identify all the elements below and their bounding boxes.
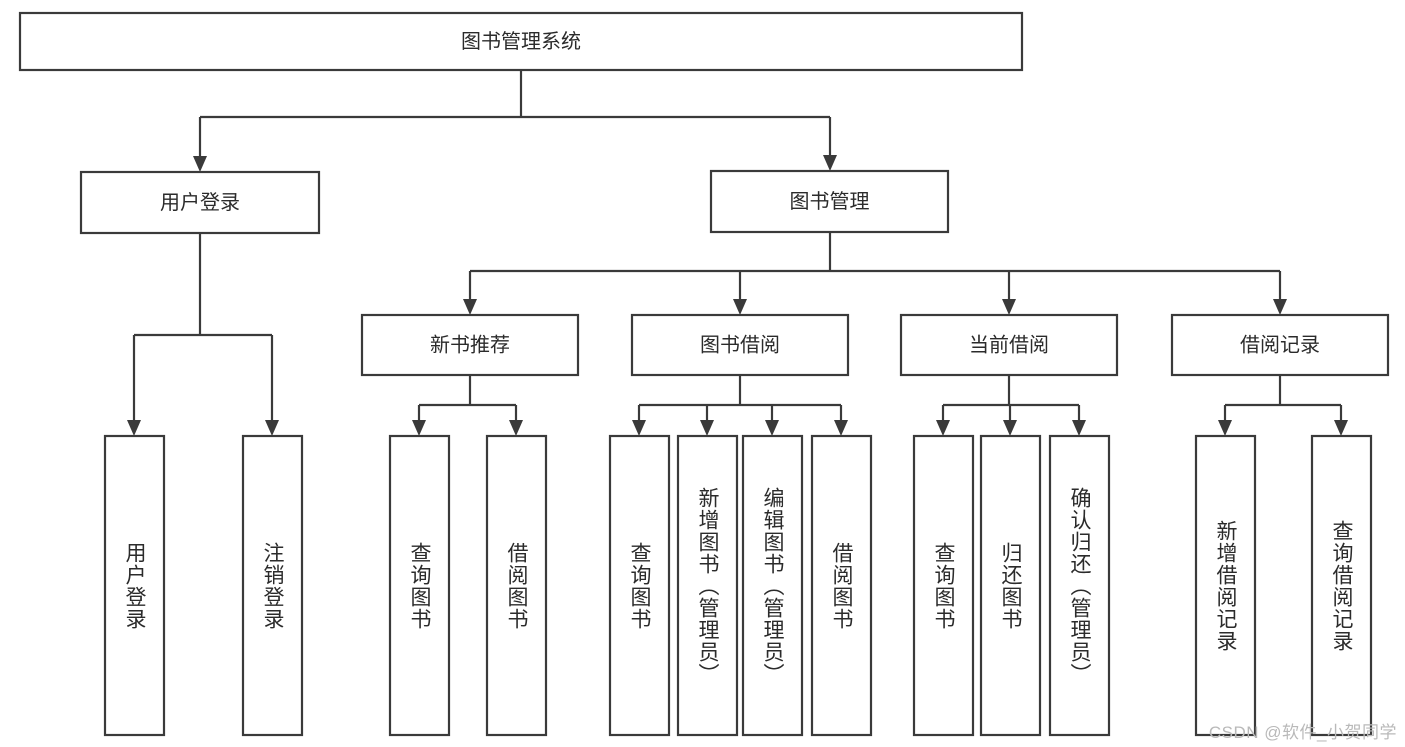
arrow-head-icon bbox=[936, 420, 950, 436]
arrow-head-icon bbox=[193, 156, 207, 172]
arrow-head-icon bbox=[463, 299, 477, 315]
arrow-head-icon bbox=[823, 155, 837, 171]
arrow-head-icon bbox=[765, 420, 779, 436]
node-box-leaf-query-book-1 bbox=[388, 434, 451, 737]
root-label: 图书管理系统 bbox=[461, 30, 581, 53]
node-box-leaf-confirm-return bbox=[1048, 434, 1111, 737]
node-box-leaf-edit-book bbox=[741, 434, 804, 737]
label-book-borrow: 图书借阅 bbox=[700, 333, 780, 356]
arrow-head-icon bbox=[700, 420, 714, 436]
node-box-leaf-query-book-2 bbox=[608, 434, 671, 737]
arrow-head-icon bbox=[509, 420, 523, 436]
node-box-leaf-add-record bbox=[1194, 434, 1257, 737]
node-box-leaf-borrow-book-2 bbox=[810, 434, 873, 737]
node-box-leaf-return-book bbox=[979, 434, 1042, 737]
node-box-leaf-query-record bbox=[1310, 434, 1373, 737]
label-new-book-recommend: 新书推荐 bbox=[430, 333, 510, 356]
label-user-login: 用户登录 bbox=[160, 191, 240, 214]
node-box-user-login bbox=[79, 170, 321, 235]
node-box-root bbox=[18, 11, 1024, 72]
arrow-head-icon bbox=[834, 420, 848, 436]
arrow-head-icon bbox=[265, 420, 279, 436]
node-box-leaf-user-login bbox=[103, 434, 166, 737]
label-current-borrow: 当前借阅 bbox=[969, 333, 1049, 356]
arrow-head-icon bbox=[127, 420, 141, 436]
node-box-book-manage bbox=[709, 169, 950, 234]
node-box-leaf-query-book-3 bbox=[912, 434, 975, 737]
label-book-manage: 图书管理 bbox=[790, 190, 870, 213]
arrow-head-icon bbox=[1273, 299, 1287, 315]
arrow-head-icon bbox=[1072, 420, 1086, 436]
node-box-leaf-add-book bbox=[676, 434, 739, 737]
node-box-leaf-borrow-book-1 bbox=[485, 434, 548, 737]
box-layer bbox=[18, 11, 1390, 737]
arrow-head-icon bbox=[1218, 420, 1232, 436]
connector-layer bbox=[127, 70, 1348, 436]
arrow-head-icon bbox=[1334, 420, 1348, 436]
arrow-head-icon bbox=[1003, 420, 1017, 436]
node-box-current-borrow bbox=[899, 313, 1119, 377]
arrow-head-icon bbox=[412, 420, 426, 436]
csdn-watermark: CSDN @软件_小贺同学 bbox=[1208, 723, 1397, 742]
node-box-new-book-recommend bbox=[360, 313, 580, 377]
arrow-head-icon bbox=[632, 420, 646, 436]
node-box-leaf-user-logout bbox=[241, 434, 304, 737]
arrow-head-icon bbox=[1002, 299, 1016, 315]
node-box-borrow-record bbox=[1170, 313, 1390, 377]
node-box-book-borrow bbox=[630, 313, 850, 377]
arrow-head-icon bbox=[733, 299, 747, 315]
label-borrow-record: 借阅记录 bbox=[1240, 333, 1320, 356]
